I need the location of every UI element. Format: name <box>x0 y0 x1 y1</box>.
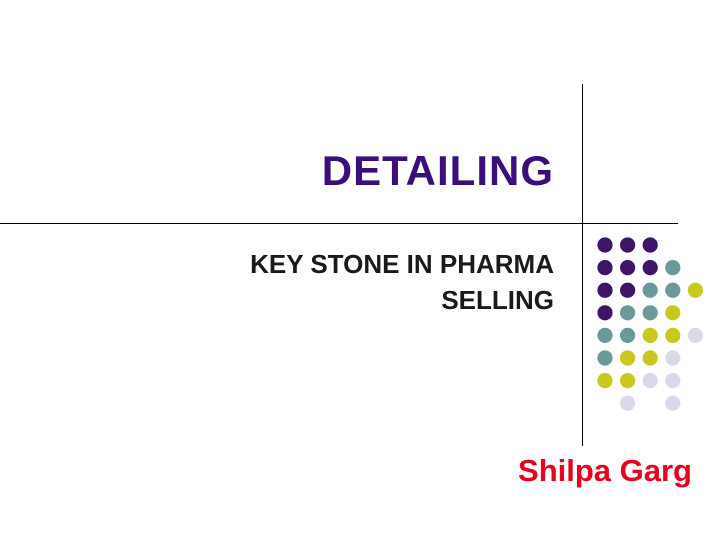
decorative-dot <box>597 350 613 366</box>
decorative-dot <box>642 237 658 253</box>
decorative-dot <box>620 237 636 253</box>
decorative-dot <box>642 305 658 321</box>
decorative-dot <box>620 305 636 321</box>
horizontal-divider <box>0 223 678 224</box>
decorative-dot <box>620 350 636 366</box>
decorative-dot <box>642 260 658 276</box>
decorative-dot <box>687 327 704 343</box>
decorative-dot <box>620 327 636 343</box>
decorative-dot <box>665 395 681 411</box>
decorative-dot <box>665 350 681 366</box>
decorative-dot <box>597 282 613 298</box>
decorative-dot <box>687 282 704 298</box>
decorative-dot <box>665 260 681 276</box>
decorative-dot <box>665 305 681 321</box>
decorative-dot <box>620 282 636 298</box>
decorative-dot <box>597 373 613 389</box>
subtitle-line-2: SELLING <box>441 285 554 315</box>
author-name: Shilpa Garg <box>518 453 692 488</box>
vertical-divider <box>582 84 583 446</box>
decorative-dot <box>642 327 658 343</box>
decorative-dot <box>665 282 681 298</box>
decorative-dot <box>597 327 613 343</box>
slide-subtitle: KEY STONE IN PHARMA SELLING <box>134 246 554 318</box>
decorative-dot <box>620 395 636 411</box>
decorative-dot <box>642 350 658 366</box>
subtitle-line-1: KEY STONE IN PHARMA <box>250 249 554 279</box>
decorative-dot <box>597 260 613 276</box>
decorative-dot <box>620 373 636 389</box>
decorative-dot <box>665 373 681 389</box>
decorative-dot <box>620 260 636 276</box>
decorative-dot <box>597 237 613 253</box>
decorative-dot <box>597 305 613 321</box>
decorative-dot <box>642 373 658 389</box>
slide-title: DETAILING <box>321 147 554 194</box>
decorative-dot <box>665 327 681 343</box>
decorative-dot <box>642 282 658 298</box>
